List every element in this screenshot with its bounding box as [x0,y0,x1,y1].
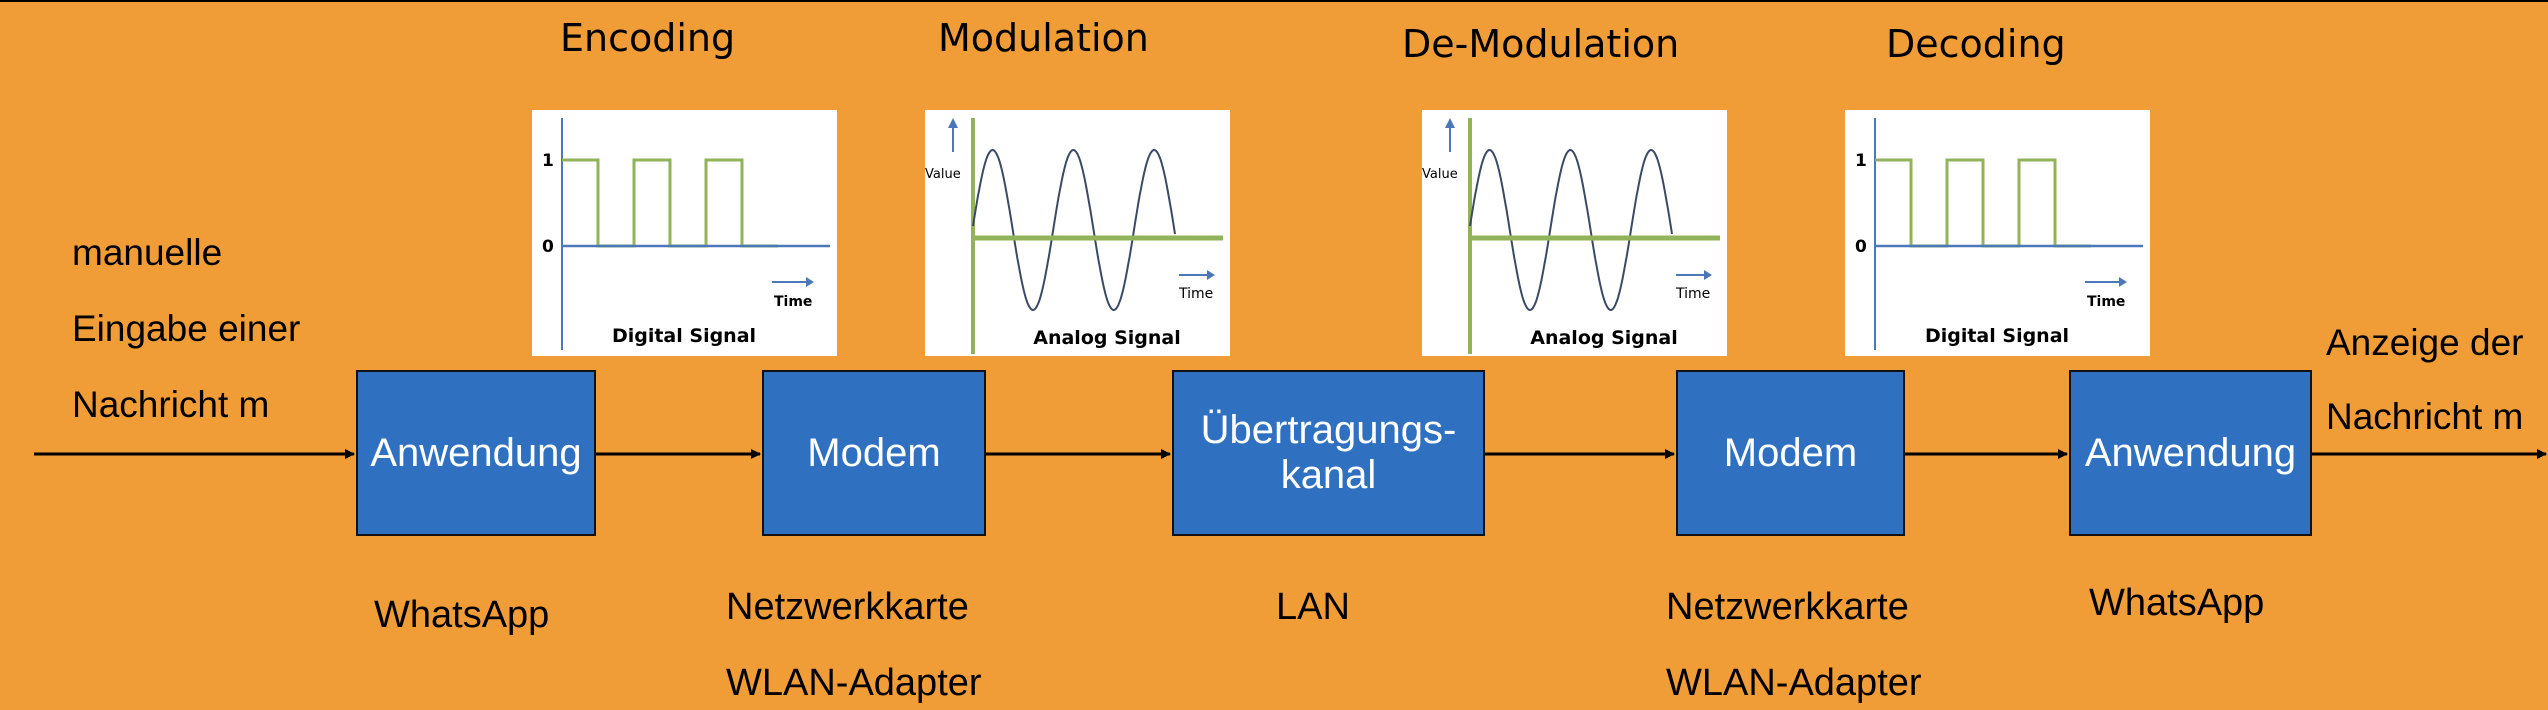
tick-label-1: 1 [1855,151,1867,171]
input-text-line-1: manuelle [72,232,223,273]
analog-waveform [972,148,1176,312]
stage-title-decoding: Decoding [1886,22,2066,66]
sub-label-lan: LAN [1276,586,1350,628]
sub-label-network-card-receiver: Netzwerkkarte [1666,586,1909,628]
tick-label-1: 1 [542,151,554,171]
tick-label-0: 0 [542,237,554,257]
analog-waveform [1469,148,1673,312]
input-text-line-3: Nachricht m [72,384,270,425]
sub-label-whatsapp-sender: WhatsApp [374,594,550,636]
input-text-line-2: Eingabe einer [72,308,301,349]
time-arrowhead-icon [806,277,814,287]
box-label: Modem [807,430,941,475]
time-arrowhead-icon [1207,270,1215,280]
x-axis-label: Time [2087,294,2125,310]
chart-title: Digital Signal [612,325,756,347]
digital-waveform [562,158,778,248]
stage-title-demodulation: De-Modulation [1402,22,1680,66]
stage-title-encoding: Encoding [560,16,736,60]
box-label-line-1: Übertragungs- [1200,408,1457,453]
chart-title: Digital Signal [1925,325,2069,347]
tick-label-0: 0 [1855,237,1867,257]
box-label: Anwendung [370,430,582,475]
output-text-line-2: Nachricht m [2326,396,2524,437]
sub-label-wlan-adapter-sender: WLAN-Adapter [726,662,982,704]
sub-label-wlan-adapter-receiver: WLAN-Adapter [1666,662,1922,704]
value-arrowhead-icon [1445,118,1455,128]
digital-waveform [1875,158,2091,248]
stage-title-modulation: Modulation [938,16,1149,60]
box-label: Anwendung [2084,430,2297,475]
x-axis-label: Time [1178,286,1213,302]
y-axis-label: Value [1422,167,1458,182]
time-arrowhead-icon [1704,270,1712,280]
box-label-line-2: kanal [1280,453,1377,497]
box-receiver-modem: Modem [1676,370,1905,536]
box-label: Modem [1723,430,1858,475]
chart-title: Analog Signal [1530,327,1678,349]
y-axis-label: Value [925,167,961,182]
box-receiver-application: Anwendung [2069,370,2312,536]
x-axis-label: Time [774,294,812,310]
x-axis-label: Time [1675,286,1710,302]
sub-label-network-card-sender: Netzwerkkarte [726,586,969,628]
box-transmission-channel: Übertragungs- kanal [1172,370,1485,536]
box-sender-application: Anwendung [356,370,596,536]
output-text-line-1: Anzeige der [2326,322,2524,363]
top-border [0,0,2548,2]
time-arrowhead-icon [2119,277,2127,287]
sub-label-whatsapp-receiver: WhatsApp [2089,582,2265,624]
box-sender-modem: Modem [762,370,986,536]
value-arrowhead-icon [948,118,958,128]
chart-title: Analog Signal [1033,327,1181,349]
